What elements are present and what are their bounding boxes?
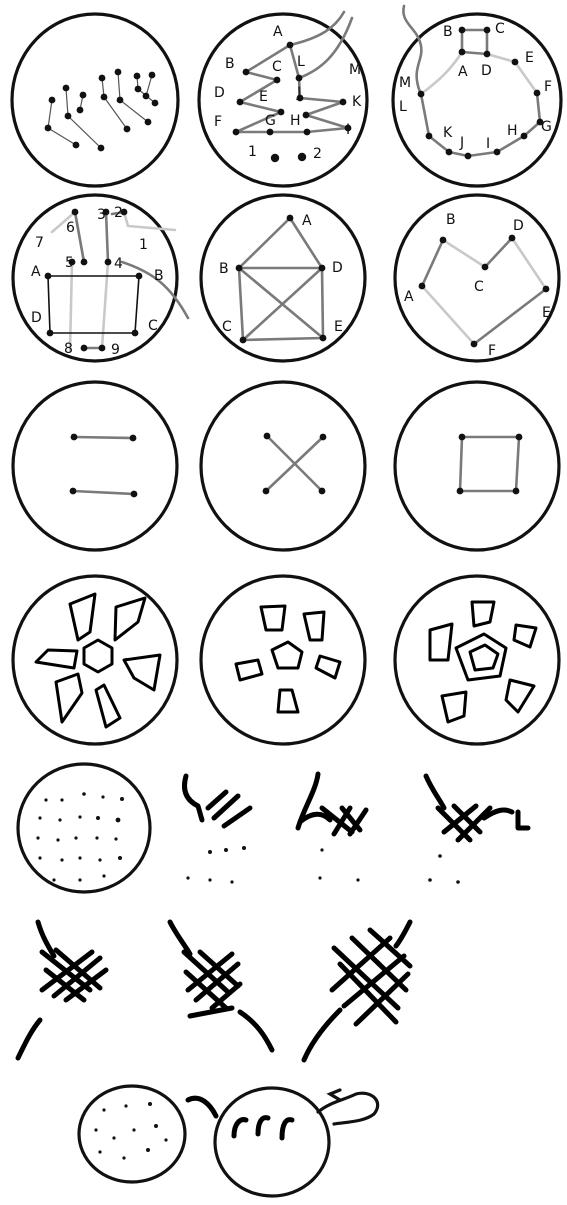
panel-6-label-e: E	[542, 305, 551, 321]
panel-3-label-j: J	[459, 135, 464, 151]
panel-11-cutwork-flower	[201, 576, 365, 744]
panel-4-number-9: 9	[111, 342, 120, 358]
panel-4-label-d: D	[31, 310, 42, 326]
panel-2-number-1: 1	[248, 144, 257, 160]
panel-6-label-c: C	[474, 279, 484, 295]
step-5b-diagonal-strokes	[185, 776, 251, 884]
panel-6-label-d: D	[513, 218, 524, 234]
panel-4-number-1: 1	[139, 237, 148, 253]
panel-2-label-k: K	[352, 94, 362, 110]
step-6c-net	[304, 922, 410, 1060]
panel-3-label-k: K	[443, 125, 453, 141]
panel-4-number-2: 2	[114, 205, 123, 221]
panel-5-label-c: C	[222, 319, 232, 335]
step-7a-dotted-circle	[79, 1086, 185, 1182]
panel-2-label-m: M	[349, 62, 361, 78]
panel-3-label-b: B	[443, 24, 453, 40]
panel-12-cutwork-flower	[395, 576, 559, 744]
panel-3-label-i: I	[486, 136, 490, 152]
panel-6-heart: B D A C E F	[395, 195, 559, 361]
panel-5-label-e: E	[334, 319, 343, 335]
panel-4-label-a: A	[31, 264, 41, 280]
panel-2-label-f: F	[214, 114, 222, 130]
panel-3-label-h: H	[507, 123, 518, 139]
step-5d-net-strokes	[426, 776, 528, 884]
panel-5-label-b: B	[219, 261, 229, 277]
panel-4-number-6: 6	[66, 220, 75, 236]
panel-2-number-2: 2	[313, 146, 322, 162]
step-6a-net	[18, 922, 106, 1058]
panel-3-label-d: D	[481, 63, 492, 79]
panel-3-label-f: F	[544, 79, 552, 95]
panel-7-two-bars	[13, 382, 177, 550]
panel-9-square	[395, 382, 559, 550]
panel-4-label-c: C	[148, 318, 158, 334]
panel-2-label-j: J	[296, 85, 301, 101]
panel-3-label-g: G	[541, 119, 552, 135]
panel-4-number-7: 7	[35, 235, 44, 251]
panel-6-label-a: A	[404, 289, 414, 305]
panel-4-number-3: 3	[97, 207, 106, 223]
panel-1-diagonal-stitches	[12, 14, 178, 186]
panel-3-ring-stitches: B C A D E F G H I J K L M	[393, 6, 561, 186]
panel-5-house-cross: A B D C E	[201, 195, 365, 361]
panel-2-label-a: A	[273, 24, 283, 40]
panel-2-label-c: C	[272, 59, 282, 75]
panel-2-label-g: G	[265, 113, 276, 129]
panel-5-label-a: A	[302, 213, 312, 229]
panel-2-label-b: B	[225, 56, 235, 72]
panel-2-label-d: D	[214, 85, 225, 101]
panel-4-number-4: 4	[114, 256, 123, 272]
panel-4-number-5: 5	[65, 255, 74, 271]
step-7b-finished-buttonhole	[188, 1088, 378, 1196]
panel-8-cross	[201, 382, 365, 550]
step-6b-net	[170, 922, 272, 1050]
panel-2-label-h: H	[290, 113, 301, 129]
panel-4-label-b: B	[154, 268, 164, 284]
panel-6-label-b: B	[446, 212, 456, 228]
panel-2-tree-zigzag: A B C L M D E J K F G H I 1 2	[199, 12, 367, 186]
panel-3-label-a: A	[458, 64, 468, 80]
panel-4-number-8: 8	[64, 341, 73, 357]
panel-2-label-l: L	[297, 54, 305, 70]
panel-3-label-l: L	[399, 99, 407, 115]
panel-10-cutwork-flower	[13, 576, 177, 744]
panel-5-label-d: D	[332, 260, 343, 276]
panel-3-label-m: M	[399, 75, 411, 91]
step-5a-dotted-circle	[18, 764, 150, 892]
panel-3-label-c: C	[495, 21, 505, 37]
panel-6-label-f: F	[488, 343, 496, 359]
panel-2-label-i: I	[346, 122, 350, 138]
step-5c-cross-strokes	[298, 774, 366, 882]
panel-4-rectangle-numbered: 7 6 3 2 1 5 4 8 9 A B C D	[13, 195, 188, 361]
panel-2-label-e: E	[259, 89, 268, 105]
panel-3-label-e: E	[525, 50, 534, 66]
